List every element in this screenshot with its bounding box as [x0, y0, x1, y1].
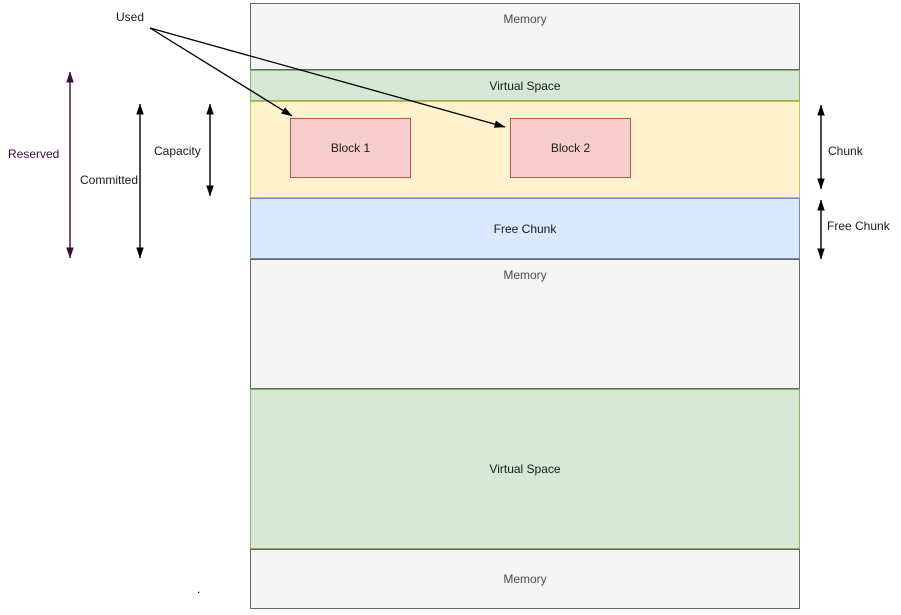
chunk-label: Chunk	[828, 144, 863, 158]
block-1: Block 1	[290, 118, 411, 178]
band-free-chunk: Free Chunk	[250, 198, 800, 259]
band-memory-top-label: Memory	[503, 12, 547, 26]
band-virtual-space-bottom-label: Virtual Space	[489, 462, 561, 476]
band-virtual-space-top-label: Virtual Space	[489, 78, 561, 93]
band-memory-top: Memory	[250, 3, 800, 70]
band-memory-mid-label: Memory	[503, 268, 547, 282]
band-memory-bottom-label: Memory	[503, 572, 547, 586]
band-virtual-space-top: Virtual Space	[250, 70, 800, 101]
band-memory-bottom: Memory	[250, 549, 800, 609]
block-1-label: Block 1	[330, 141, 371, 155]
reserved-label: Reserved	[8, 147, 60, 161]
committed-label: Committed	[80, 173, 139, 187]
band-memory-mid: Memory	[250, 259, 800, 389]
free-chunk-label: Free Chunk	[827, 219, 890, 233]
used-label: Used	[115, 10, 144, 24]
capacity-label: Capacity	[154, 144, 201, 158]
band-free-chunk-label: Free Chunk	[493, 221, 557, 236]
stray-dot: .	[197, 582, 201, 596]
block-2-label: Block 2	[550, 141, 591, 155]
band-virtual-space-bottom: Virtual Space	[250, 389, 800, 549]
block-2: Block 2	[510, 118, 631, 178]
